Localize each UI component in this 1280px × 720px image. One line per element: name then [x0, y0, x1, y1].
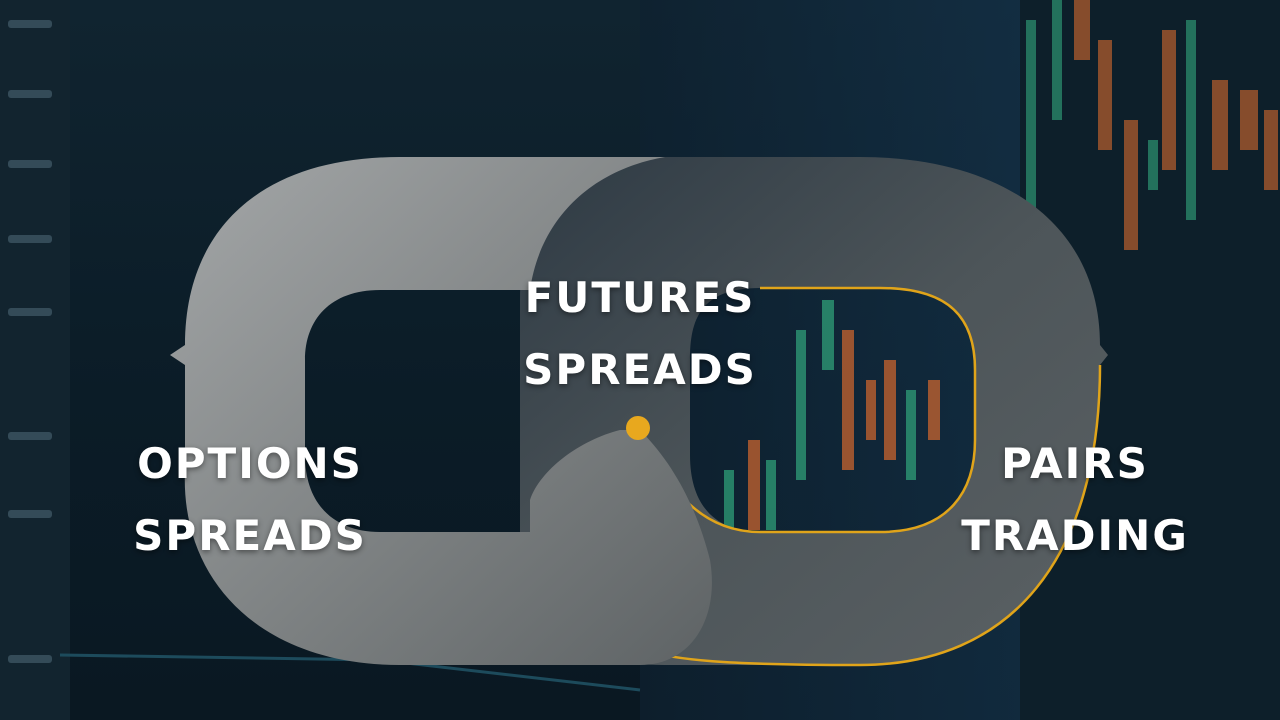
futures-line1: FUTURES	[524, 273, 756, 322]
axis-ticks	[8, 20, 52, 663]
futures-line2: SPREADS	[523, 345, 757, 394]
candlestick-chart	[1026, 0, 1278, 250]
pairs-line2: TRADING	[961, 511, 1189, 560]
axis-panel	[0, 0, 70, 720]
options-line2: SPREADS	[133, 511, 367, 560]
inner-candles	[724, 300, 940, 530]
pairs-line1: PAIRS	[1001, 439, 1149, 488]
center-dot	[626, 416, 650, 440]
chain-ring-left	[170, 157, 712, 665]
futures-spreads-label: FUTURES SPREADS	[500, 262, 780, 406]
options-line1: OPTIONS	[137, 439, 363, 488]
options-spreads-label: OPTIONS SPREADS	[110, 428, 390, 572]
pairs-trading-label: PAIRS TRADING	[930, 428, 1220, 572]
